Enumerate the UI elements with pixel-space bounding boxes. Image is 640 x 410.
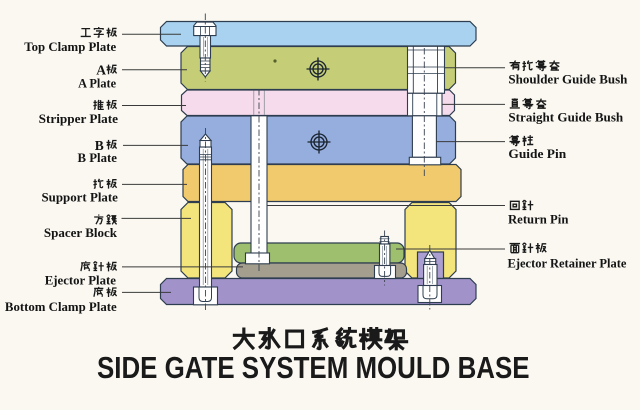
svg-text:A Plate: A Plate (78, 76, 116, 91)
svg-text:Guide Pin: Guide Pin (508, 146, 567, 161)
svg-text:Top Clamp Plate: Top Clamp Plate (24, 39, 116, 54)
svg-text:A: A (96, 63, 106, 78)
svg-text:Shoulder Guide Bush: Shoulder Guide Bush (508, 71, 628, 86)
svg-text:Bottom Clamp Plate: Bottom Clamp Plate (5, 299, 117, 314)
svg-text:Return Pin: Return Pin (508, 211, 569, 226)
svg-text:Ejector Plate: Ejector Plate (45, 273, 117, 288)
svg-text:Support Plate: Support Plate (42, 189, 119, 204)
svg-text:Ejector Retainer Plate: Ejector Retainer Plate (508, 255, 627, 270)
svg-text:Spacer Block: Spacer Block (44, 225, 118, 240)
svg-text:B: B (95, 138, 104, 153)
svg-text:B Plate: B Plate (78, 150, 118, 165)
svg-text:SIDE GATE SYSTEM MOULD BASE: SIDE GATE SYSTEM MOULD BASE (97, 350, 530, 385)
svg-text:Stripper Plate: Stripper Plate (39, 111, 119, 126)
svg-text:Straight Guide Bush: Straight Guide Bush (508, 109, 624, 124)
